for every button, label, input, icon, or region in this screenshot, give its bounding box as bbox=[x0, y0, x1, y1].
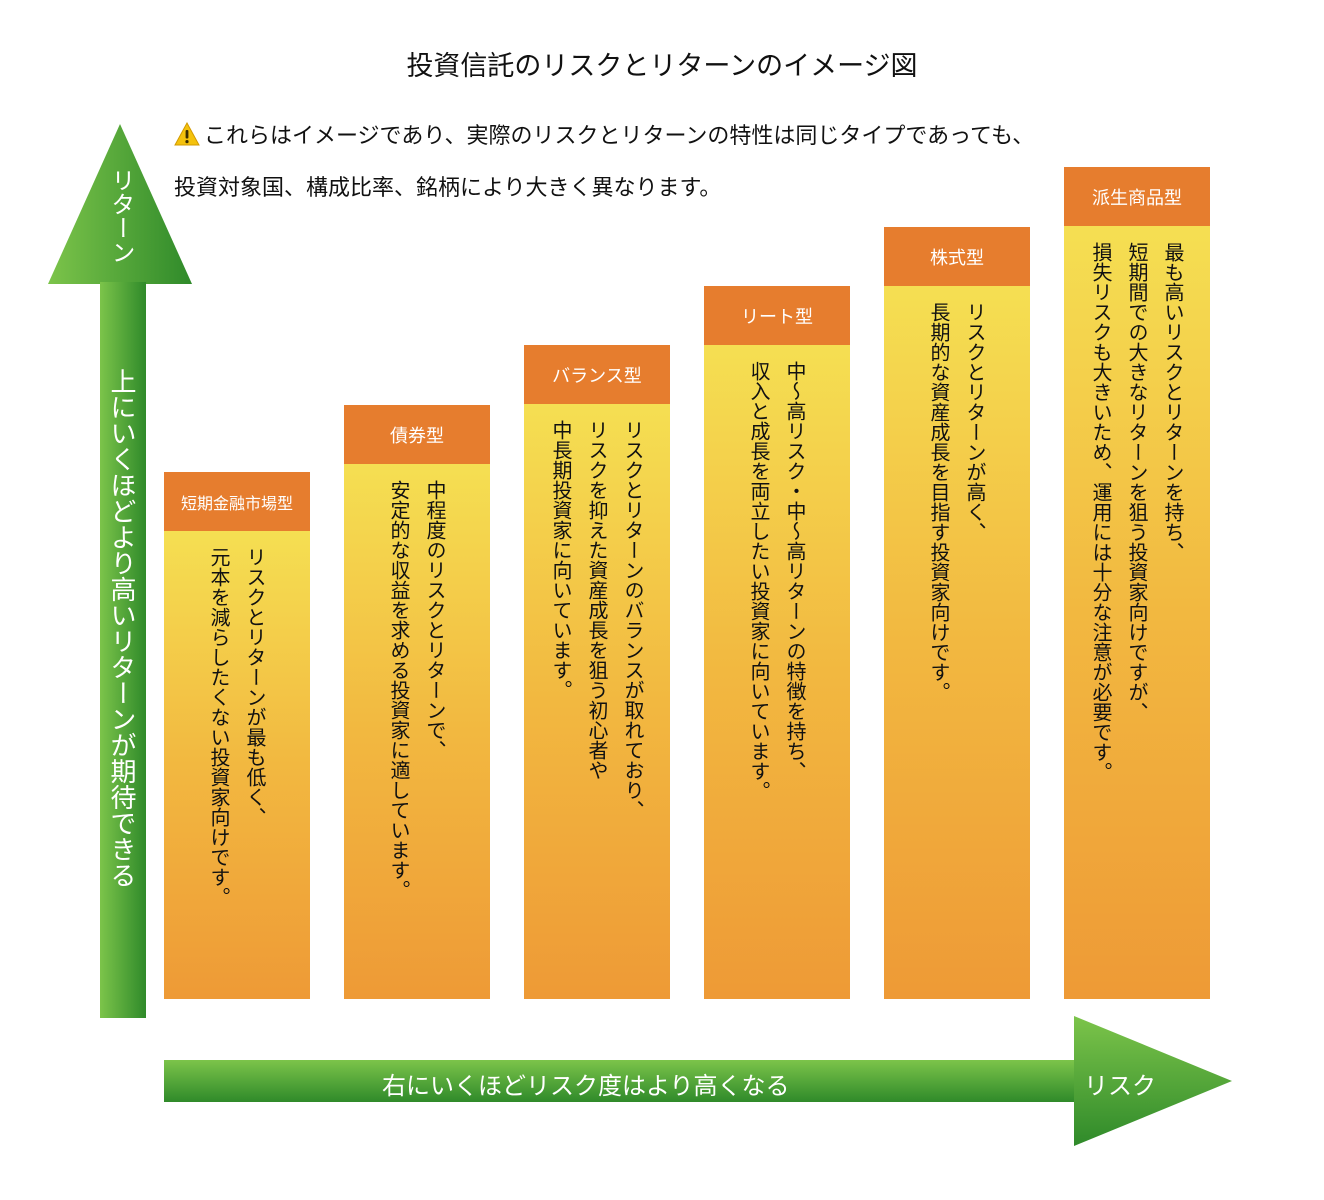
risk-axis-description: 右にいくほどリスク度はより高くなる bbox=[382, 1072, 790, 1100]
bar-description: リスクとリターンが最も低く、 元本を減らしたくない投資家向けです。 bbox=[207, 547, 267, 907]
return-axis-description: 上にいくほどより高いリターンが期待できる bbox=[106, 368, 136, 888]
bar-description: リスクとリターンのバランスが取れており、 リスクを抑えた資産成長を狙う初心者や … bbox=[549, 420, 645, 820]
return-axis-head: リターン bbox=[107, 168, 135, 264]
disclaimer-text-1: これらはイメージであり、実際のリスクとリターンの特性は同じタイプであっても、 bbox=[204, 124, 1035, 149]
bar-description: リスクとリターンが高く、 長期的な資産成長を目指す投資家向けです。 bbox=[927, 302, 987, 702]
risk-axis-arrow bbox=[164, 1016, 1232, 1146]
bar-description: 最も高いリスクとリターンを持ち、 短期間での大きなリターンを狙う投資家向けですが… bbox=[1089, 242, 1185, 782]
return-axis-arrow bbox=[48, 124, 192, 1018]
warning-icon bbox=[174, 121, 200, 152]
page-title: 投資信託のリスクとリターンのイメージ図 bbox=[406, 51, 918, 82]
bar-label: バランス型 bbox=[524, 345, 670, 404]
bar-description: 中～高リスク・中～高リターンの特徴を持ち、 収入と成長を両立したい投資家に向いて… bbox=[747, 361, 807, 801]
bar-money-market: 短期金融市場型 リスクとリターンが最も低く、 元本を減らしたくない投資家向けです… bbox=[164, 472, 310, 999]
disclaimer-line-1: これらはイメージであり、実際のリスクとリターンの特性は同じタイプであっても、 bbox=[174, 118, 1034, 152]
bar-label: 短期金融市場型 bbox=[164, 472, 310, 531]
bar-equity: 株式型 リスクとリターンが高く、 長期的な資産成長を目指す投資家向けです。 bbox=[884, 227, 1030, 999]
bar-bond: 債券型 中程度のリスクとリターンで、 安定的な収益を求める投資家に適しています。 bbox=[344, 405, 490, 999]
bar-label: 派生商品型 bbox=[1064, 167, 1210, 226]
bar-label: 株式型 bbox=[884, 227, 1030, 286]
bar-label: リート型 bbox=[704, 286, 850, 345]
bar-balanced: バランス型 リスクとリターンのバランスが取れており、 リスクを抑えた資産成長を狙… bbox=[524, 345, 670, 999]
disclaimer-line-2: 投資対象国、構成比率、銘柄により大きく異なります。 bbox=[174, 176, 722, 201]
bar-derivative: 派生商品型 最も高いリスクとリターンを持ち、 短期間での大きなリターンを狙う投資… bbox=[1064, 167, 1210, 999]
bar-description: 中程度のリスクとリターンで、 安定的な収益を求める投資家に適しています。 bbox=[387, 480, 447, 900]
risk-axis-head: リスク bbox=[1084, 1072, 1156, 1100]
bar-reit: リート型 中～高リスク・中～高リターンの特徴を持ち、 収入と成長を両立したい投資… bbox=[704, 286, 850, 999]
bar-label: 債券型 bbox=[344, 405, 490, 464]
